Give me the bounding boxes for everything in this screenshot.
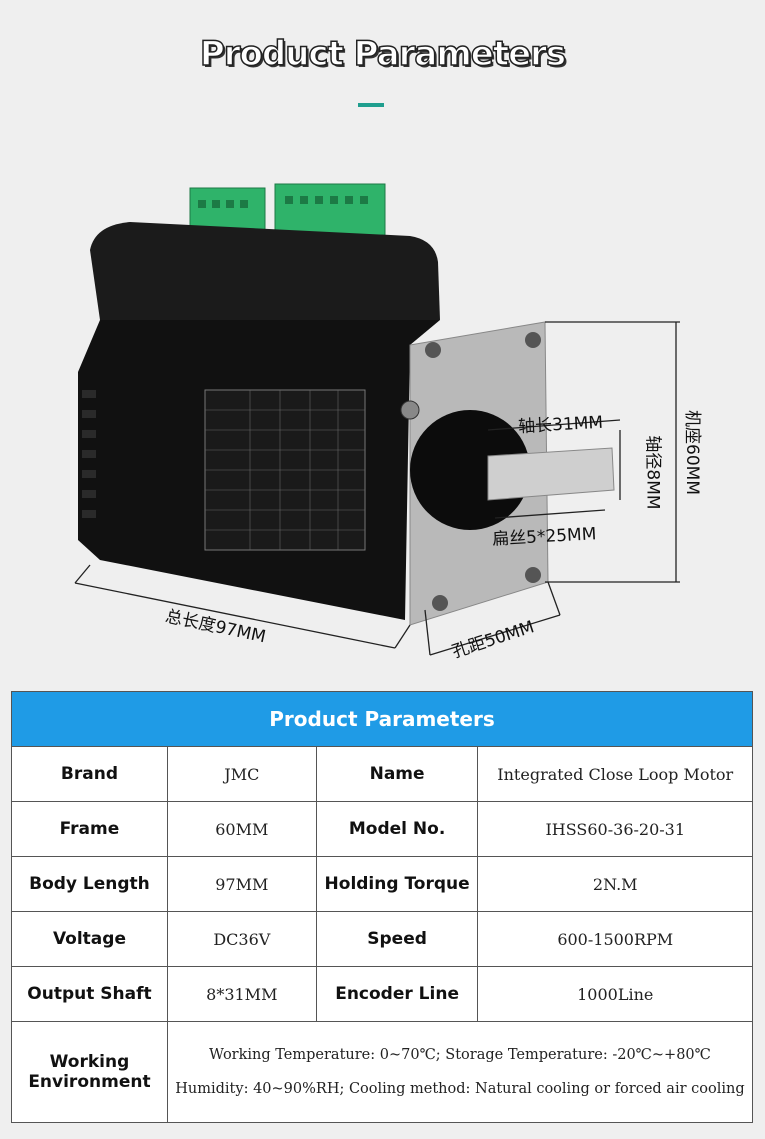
holding-torque-label: Holding Torque — [315, 856, 479, 912]
brand-label: Brand — [11, 746, 168, 802]
holding-torque-value: 2N.M — [477, 856, 753, 912]
frame-label-cell: Frame — [11, 801, 168, 857]
encoder-line-label: Encoder Line — [315, 966, 479, 1022]
frame-label: 机座60MM — [681, 410, 702, 495]
working-environment-value: Working Temperature: 0~70℃; Storage Temp… — [166, 1021, 754, 1123]
shaft-diameter-label: 轴径8MM — [642, 435, 663, 510]
table-row: Output Shaft 8*31MM Encoder Line 1000Lin… — [11, 966, 753, 1022]
voltage-value: DC36V — [166, 911, 317, 967]
parameters-table: Product Parameters Brand JMC Name Integr… — [11, 691, 754, 1123]
output-shaft-label: Output Shaft — [11, 966, 168, 1022]
brand-value: JMC — [166, 746, 317, 802]
name-value: Integrated Close Loop Motor — [477, 746, 753, 802]
working-environment-label: Working Environment — [11, 1021, 168, 1123]
model-label: Model No. — [315, 801, 479, 857]
motor-image — [74, 183, 680, 656]
body-length-value: 97MM — [166, 856, 317, 912]
encoder-line-value: 1000Line — [477, 966, 753, 1022]
body-length-label: Body Length — [11, 856, 168, 912]
shaft-length-label: 轴长31MM — [517, 412, 604, 438]
frame-value: 60MM — [166, 801, 317, 857]
page-title: Product Parameters — [199, 33, 567, 75]
table-row: Frame 60MM Model No. IHSS60-36-20-31 — [11, 801, 753, 857]
environment-line-1: Working Temperature: 0~70℃; Storage Temp… — [209, 1047, 711, 1063]
name-label: Name — [315, 746, 479, 802]
table-row: Voltage DC36V Speed 600-1500RPM — [11, 911, 753, 967]
voltage-label: Voltage — [11, 911, 168, 967]
table-row: Body Length 97MM Holding Torque 2N.M — [11, 856, 753, 912]
environment-line-2: Humidity: 40~90%RH; Cooling method: Natu… — [175, 1081, 745, 1097]
speed-value: 600-1500RPM — [477, 911, 753, 967]
output-shaft-value: 8*31MM — [166, 966, 317, 1022]
title-underline — [358, 103, 384, 107]
model-value: IHSS60-36-20-31 — [477, 801, 753, 857]
table-row: Working Environment Working Temperature:… — [11, 1021, 754, 1123]
table-header: Product Parameters — [11, 691, 753, 747]
speed-label: Speed — [315, 911, 479, 967]
table-row: Brand JMC Name Integrated Close Loop Mot… — [11, 746, 753, 802]
